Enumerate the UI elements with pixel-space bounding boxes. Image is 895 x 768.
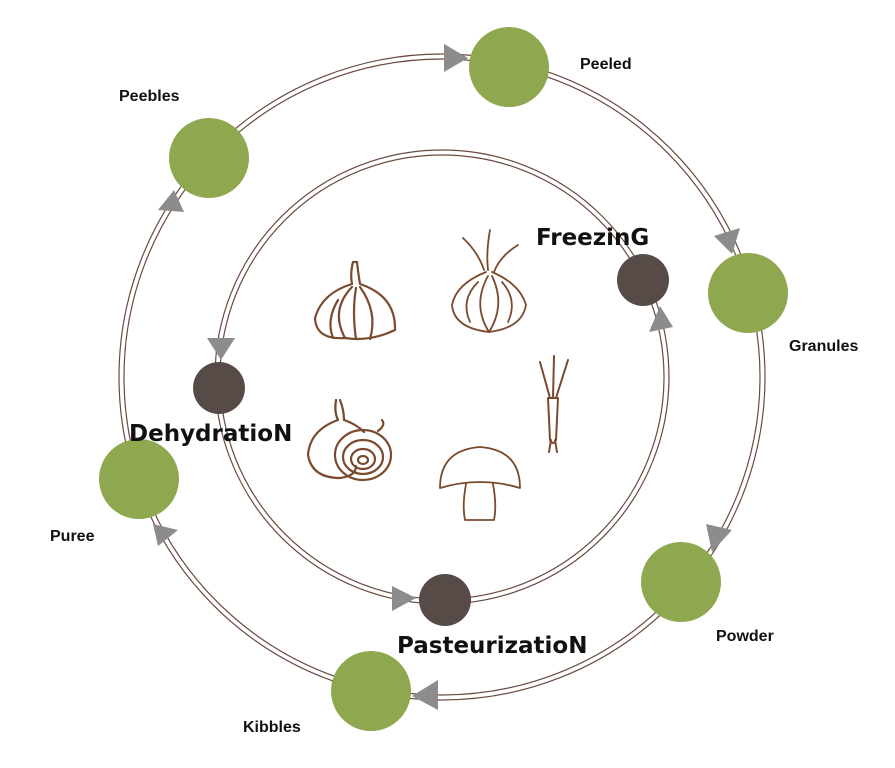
label-puree: Puree [50, 528, 95, 545]
arrow-icon [392, 586, 416, 611]
label-dehydration: DehydratioN [129, 421, 292, 447]
center-icons [306, 229, 569, 521]
arrow-icon [714, 228, 740, 254]
node-granules [708, 253, 788, 333]
arrow-icon [706, 524, 732, 552]
node-puree [99, 439, 179, 519]
node-peeled [469, 27, 549, 107]
node-dehydration [193, 362, 245, 414]
mushroom-icon [439, 446, 521, 521]
arrow-icon [153, 524, 178, 546]
outer-nodes [99, 27, 788, 731]
outer-labels: Peeled Granules Powder Kibbles Puree Pee… [50, 56, 858, 736]
shallot-icon [306, 398, 393, 482]
label-powder: Powder [716, 628, 774, 645]
outer-arrows [153, 44, 740, 710]
label-peeled: Peeled [580, 56, 632, 73]
spring-onion-icon [539, 355, 569, 453]
arrow-icon [158, 190, 184, 212]
garlic-icon [313, 260, 397, 341]
arrow-icon [207, 338, 235, 360]
arrow-icon [444, 44, 468, 72]
node-peebles [169, 118, 249, 198]
node-kibbles [331, 651, 411, 731]
label-kibbles: Kibbles [243, 719, 301, 736]
inner-nodes [193, 254, 669, 626]
outer-ring [118, 53, 766, 701]
arrow-icon [412, 680, 438, 710]
arrow-icon [649, 306, 673, 332]
onion-icon [451, 229, 527, 333]
node-powder [641, 542, 721, 622]
label-peebles: Peebles [119, 88, 180, 105]
inner-arrows [207, 306, 673, 611]
node-freezing [617, 254, 669, 306]
inner-ring [214, 149, 670, 605]
inner-labels: FreezinG PasteurizatioN DehydratioN [129, 225, 649, 659]
label-granules: Granules [789, 338, 858, 355]
label-pasteurization: PasteurizatioN [397, 633, 587, 659]
label-freezing: FreezinG [536, 225, 649, 251]
node-pasteurization [419, 574, 471, 626]
